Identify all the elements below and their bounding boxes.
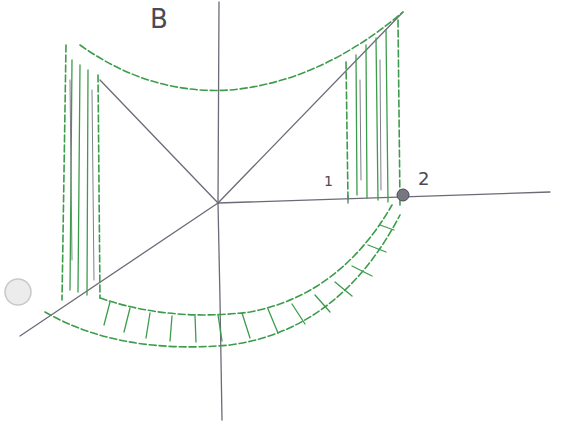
axis-tick-label: 1: [324, 174, 333, 188]
bottom-outer-curve: [45, 215, 400, 347]
left-band-edge: [98, 75, 100, 298]
axis-tick-label: 2: [418, 170, 429, 188]
left-band-edge: [62, 45, 66, 300]
right-band-edge: [346, 62, 348, 200]
right-band-edge: [398, 20, 400, 205]
top-curve: [80, 12, 403, 90]
diagonal-line: [218, 12, 403, 203]
diagonal-line: [100, 80, 218, 203]
bottom-inner-curve: [100, 205, 392, 315]
y-axis: [20, 203, 218, 336]
x-axis: [218, 192, 550, 203]
z-axis: [218, 2, 222, 420]
point-marker: [5, 279, 31, 305]
region-label: B: [150, 6, 168, 32]
point-marker: [397, 189, 409, 201]
hatching: [70, 30, 394, 342]
